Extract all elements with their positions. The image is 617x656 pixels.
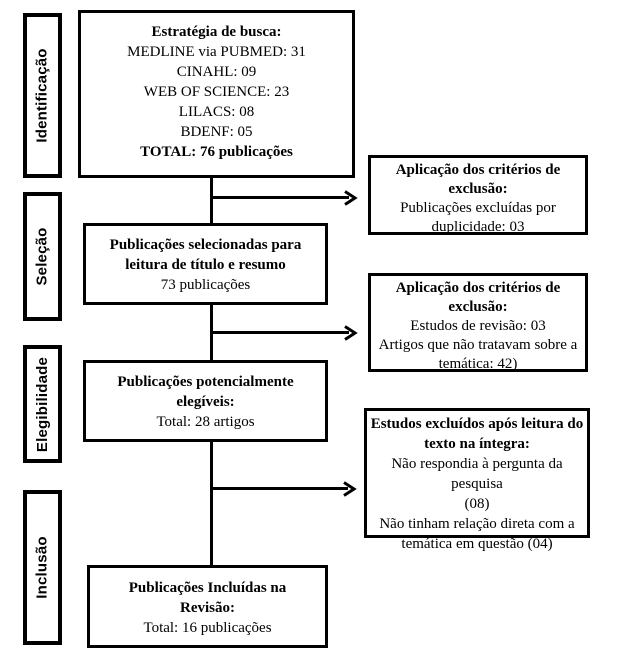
arrow-shaft xyxy=(211,487,348,490)
arrow-right-icon xyxy=(211,480,357,497)
search-strategy-box: Estratégia de busca: MEDLINE via PUBMED:… xyxy=(78,10,355,178)
box-line: Artigos que não tratavam sobre a xyxy=(378,337,578,353)
box-line: temática: 42) xyxy=(438,356,518,372)
box-line: BDENF: 05 xyxy=(180,124,253,140)
arrow-shaft xyxy=(211,196,349,199)
exclusion-fulltext-box: Estudos excluídos após leitura do texto … xyxy=(364,408,590,552)
box-title: elegíveis: xyxy=(176,394,235,410)
box-line: Não respondia à pergunta da pesquisa xyxy=(391,456,563,492)
box-line: duplicidade: 03 xyxy=(431,219,525,235)
box-line: CINAHL: 09 xyxy=(176,64,257,80)
box-title: Estratégia de busca: xyxy=(151,24,282,40)
box-line: LILACS: 08 xyxy=(178,104,255,120)
box-title: Publicações selecionadas para xyxy=(109,237,302,253)
arrow-right-icon xyxy=(211,324,358,341)
selected-publications-box: Publicações selecionadas para leitura de… xyxy=(83,223,328,305)
arrow-shaft xyxy=(211,331,349,334)
box-title: Revisão: xyxy=(180,600,235,616)
box-line: Não tinham relação direta com a xyxy=(379,516,575,532)
box-title: exclusão: xyxy=(448,181,508,197)
box-title: texto na íntegra: xyxy=(424,436,530,452)
box-line: temática em questão (04) xyxy=(401,536,553,552)
box-line: Total: 28 artigos xyxy=(156,414,255,430)
box-total-line: TOTAL: 76 publicações xyxy=(140,144,293,160)
arrow-head-icon xyxy=(344,324,358,341)
stage-label-identificacao: Identificação xyxy=(34,48,52,143)
arrow-head-icon xyxy=(343,480,357,497)
box-line: Publicações excluídas por xyxy=(400,200,556,216)
included-publications-box: Publicações Incluídas na Revisão: Total:… xyxy=(87,565,328,648)
connector-search-to-selection xyxy=(210,178,213,223)
stage-box-selecao: Seleção xyxy=(23,192,62,321)
box-title: Aplicação dos critérios de xyxy=(395,280,561,296)
box-title: exclusão: xyxy=(448,299,508,315)
box-line: Estudos de revisão: 03 xyxy=(410,318,546,334)
box-line: Total: 16 publicações xyxy=(143,620,272,636)
arrow-right-icon xyxy=(211,189,358,206)
stage-label-inclusao: Inclusão xyxy=(34,536,52,599)
box-title: Publicações Incluídas na xyxy=(128,580,287,596)
exclusion-duplicates-box: Aplicação dos critérios de exclusão: Pub… xyxy=(368,155,588,235)
stage-label-selecao: Seleção xyxy=(34,227,52,286)
box-title: Publicações potencialmente xyxy=(117,374,294,390)
box-title: leitura de título e resumo xyxy=(125,257,286,273)
stage-box-inclusao: Inclusão xyxy=(23,490,62,645)
eligible-publications-box: Publicações potencialmente elegíveis: To… xyxy=(83,360,328,442)
connector-eligibility-to-inclusion xyxy=(210,442,213,565)
box-line: 73 publicações xyxy=(160,277,251,293)
box-line: MEDLINE via PUBMED: 31 xyxy=(127,44,306,60)
box-title: Estudos excluídos após leitura do xyxy=(370,416,584,432)
box-line: WEB OF SCIENCE: 23 xyxy=(143,84,290,100)
stage-box-elegibilidade: Elegibilidade xyxy=(23,345,62,463)
box-line: (08) xyxy=(464,496,490,512)
box-title: Aplicação dos critérios de xyxy=(395,162,561,178)
stage-label-elegibilidade: Elegibilidade xyxy=(34,356,51,452)
stage-box-identificacao: Identificação xyxy=(23,13,62,178)
arrow-head-icon xyxy=(344,189,358,206)
exclusion-screening-box: Aplicação dos critérios de exclusão: Est… xyxy=(368,273,588,372)
